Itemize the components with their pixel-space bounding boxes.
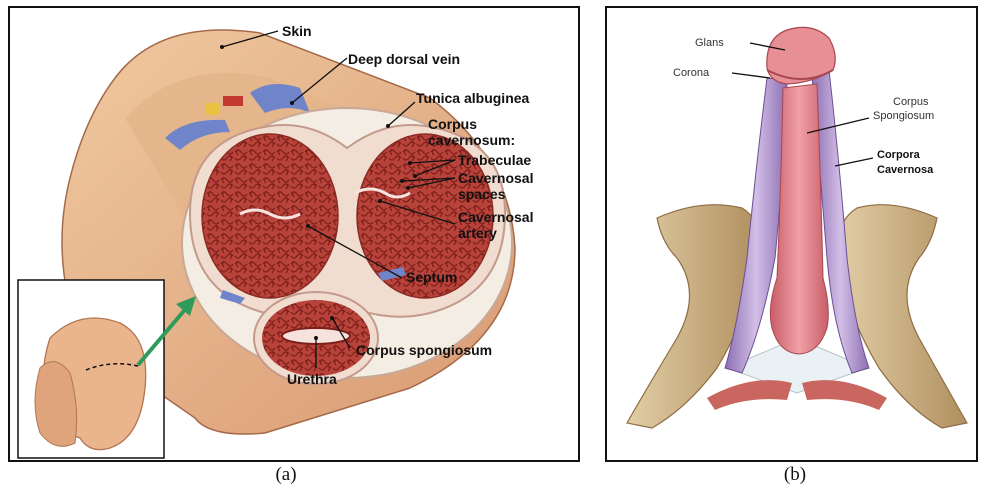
panel-a-cross-section: Skin Deep dorsal vein Tunica albuginea C… [8,6,580,462]
label-corpus-spongiosum-line1: Corpus [893,96,929,108]
label-deep-dorsal-vein: Deep dorsal vein [348,51,460,67]
label-cavernosal-artery-line2: artery [458,225,497,241]
label-corpus-spongiosum-line2: Spongiosum [873,110,934,122]
label-trabeculae: Trabeculae [458,152,531,168]
dorsal-artery-red [223,96,243,106]
bulbospongiosus-left [707,380,792,410]
longitudinal-illustration: Glans Corona Corpus Spongiosum Corpora C… [607,8,978,462]
inset-scrotum [35,362,77,447]
label-corpus-cavernosum-line1: Corpus [428,116,477,132]
label-corpus-cavernosum-line2: cavernosum: [428,132,515,148]
label-skin: Skin [282,23,312,39]
bulbospongiosus-right [802,380,887,410]
cross-section-illustration: Skin Deep dorsal vein Tunica albuginea C… [10,8,580,462]
label-septum: Septum [406,269,457,285]
label-cavernosal-artery-line1: Cavernosal [458,209,533,225]
label-corona: Corona [673,67,710,79]
label-corpus-spongiosum: Corpus spongiosum [356,342,492,358]
label-corpora-cavernosa-line2: Cavernosa [877,164,934,176]
label-cavernosal-spaces-line2: spaces [458,186,506,202]
label-cavernosal-spaces-line1: Cavernosal [458,170,533,186]
label-glans: Glans [695,37,724,49]
label-urethra: Urethra [287,371,337,387]
label-corpora-cavernosa-line1: Corpora [877,149,921,161]
corpus-cavernosum-left [202,134,338,298]
dorsal-nerve-yellow [205,103,219,115]
panel-b-longitudinal-view: Glans Corona Corpus Spongiosum Corpora C… [605,6,978,462]
caption-panel-b: (b) [765,464,825,486]
label-tunica-albuginea: Tunica albuginea [416,90,530,106]
caption-panel-a: (a) [256,464,316,486]
